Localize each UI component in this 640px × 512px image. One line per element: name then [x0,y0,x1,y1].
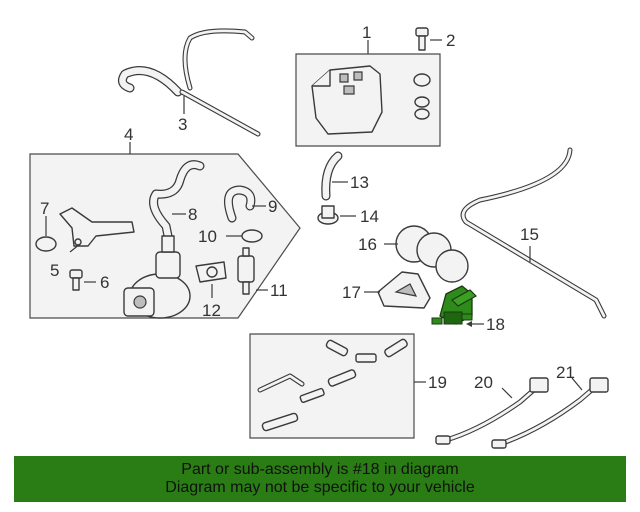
callout-1: 1 [362,23,371,42]
callout-10: 10 [198,227,217,246]
callout-18: 18 [486,315,505,334]
callout-9: 9 [268,197,277,216]
part-3-vent-line[interactable] [117,28,261,137]
part-19-connector-kit[interactable] [257,338,408,432]
part-7-grommet[interactable] [35,236,57,252]
part-18-solenoid-valve[interactable] [431,285,477,325]
part-9-hose[interactable] [223,185,256,223]
callout-4: 4 [124,125,133,144]
part-12-clip[interactable] [195,261,227,283]
part-15-line[interactable] [460,147,607,319]
diagram-notice-banner: Part or sub-assembly is #18 in diagram D… [14,456,626,502]
part-8-hose[interactable] [149,160,205,241]
part-21-sensor[interactable] [491,377,609,449]
part-11-valve[interactable] [237,247,255,295]
part-5-bracket[interactable] [59,207,135,247]
callout-3: 3 [178,115,187,134]
part-2-bolt[interactable] [415,27,429,51]
callout-5: 5 [50,261,59,280]
callout-2: 2 [446,31,455,50]
callout-11: 11 [270,281,288,300]
callout-8: 8 [188,205,197,224]
banner-line-1: Part or sub-assembly is #18 in diagram [181,461,459,478]
callout-21: 21 [556,363,575,382]
banner-line-2: Diagram may not be specific to your vehi… [165,479,475,496]
callout-7: 7 [40,199,49,218]
part-16-resonator[interactable] [395,225,469,283]
callout-14: 14 [360,207,379,226]
callout-16: 16 [358,235,377,254]
callout-19: 19 [428,373,447,392]
part-13-hose[interactable] [321,151,343,201]
parts-diagram: 1 2 3 4 5 6 7 8 9 10 11 12 13 14 15 16 1… [29,23,609,449]
part-1-charcoal-canister[interactable] [311,65,431,135]
callout-12: 12 [202,301,221,320]
part-6-bolt[interactable] [69,269,83,291]
callout-13: 13 [350,173,369,192]
callout-17: 17 [342,283,361,302]
part-10-clamp[interactable] [241,229,263,243]
part-20-sensor[interactable] [435,377,549,445]
part-14-clamp[interactable] [317,205,339,225]
callout-20: 20 [474,373,493,392]
purge-pump-assembly [123,235,191,319]
callout-6: 6 [100,273,109,292]
callout-15: 15 [520,225,539,244]
part-17-bracket[interactable] [377,271,431,309]
